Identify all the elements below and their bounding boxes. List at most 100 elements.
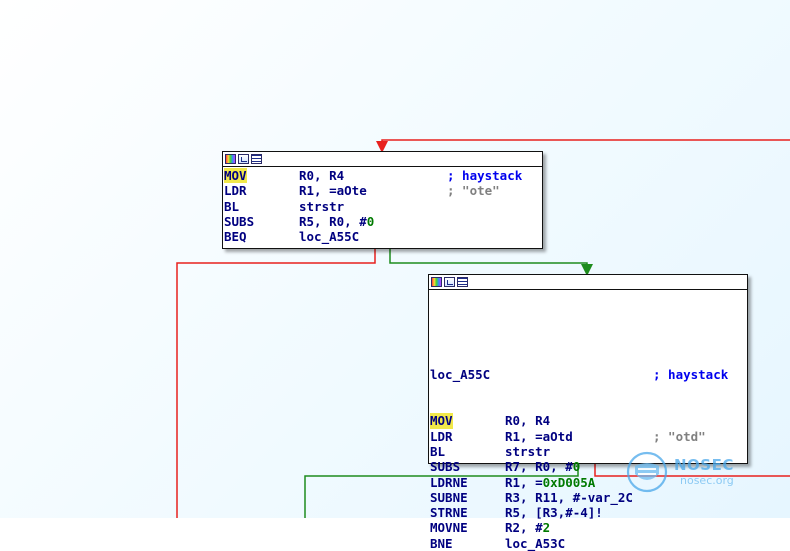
- instruction-mnemonic[interactable]: STRNE: [430, 505, 468, 521]
- edge-node1-false[interactable]: [176, 248, 376, 518]
- operand-column: R5, [R3,#-4]!: [505, 505, 653, 520]
- block-label[interactable]: loc_A55C: [430, 367, 491, 383]
- mnemonic-column: BNE: [430, 536, 505, 551]
- instruction-operands[interactable]: R5, [R3,#-4]!: [505, 505, 603, 521]
- instruction-line[interactable]: MOVNE R2, #2: [430, 520, 747, 535]
- basic-block-node-loc-a55c[interactable]: loc_A55C ; haystack MOV R0, R4 LDR R1, =aOt…: [428, 274, 748, 551]
- text-view-icon[interactable]: [457, 277, 468, 287]
- edge-node2-false[interactable]: [594, 463, 790, 477]
- node-header[interactable]: [429, 275, 747, 290]
- label-line[interactable]: loc_A55C ; haystack: [430, 367, 747, 382]
- instruction-line[interactable]: SUBNE R3, R11, #-var_2C: [430, 490, 747, 505]
- immediate-value[interactable]: 0: [366, 213, 375, 229]
- instruction-mnemonic[interactable]: LDR: [224, 183, 247, 199]
- mnemonic-column: LDRNE: [430, 475, 505, 490]
- instruction-mnemonic[interactable]: BEQ: [224, 229, 247, 245]
- edge-node1-true[interactable]: [389, 248, 593, 276]
- instruction-operands[interactable]: R0, R4: [505, 413, 551, 429]
- instruction-operands[interactable]: R7, R0, #: [505, 459, 573, 475]
- instruction-operands[interactable]: R1, =: [505, 474, 543, 490]
- instruction-line[interactable]: BNE loc_A53C: [430, 536, 747, 551]
- operand-column: R1, =aOte: [299, 183, 447, 198]
- watermark: NOSEC nosec.org: [626, 450, 746, 494]
- watermark-domain: nosec.org: [680, 474, 734, 487]
- mnemonic-column: SUBNE: [430, 490, 505, 505]
- blank-line: [430, 322, 747, 337]
- operand-column: R1, =aOtd: [505, 429, 653, 444]
- instruction-mnemonic[interactable]: BNE: [430, 535, 453, 551]
- mnemonic-column: BL: [430, 444, 505, 459]
- mnemonic-column: SUBS: [430, 459, 505, 474]
- instruction-mnemonic[interactable]: BL: [430, 443, 446, 459]
- instruction-operands[interactable]: R1, =aOtd: [505, 428, 573, 444]
- edge-node2-true[interactable]: [304, 463, 579, 518]
- edge-incoming-node1[interactable]: [376, 139, 790, 153]
- operand-column: strstr: [505, 444, 653, 459]
- instruction-line[interactable]: LDRNE R1, =0xD005A: [430, 475, 747, 490]
- instruction-mnemonic[interactable]: BL: [224, 198, 240, 214]
- instruction-comment: ; haystack: [447, 168, 523, 183]
- text-view-icon[interactable]: [251, 154, 262, 164]
- immediate-value[interactable]: 0xD005A: [542, 474, 596, 490]
- operand-column: loc_A55C: [299, 229, 447, 244]
- instruction-operands[interactable]: strstr: [505, 443, 551, 459]
- instruction-line[interactable]: LDR R1, =aOte ; "ote": [224, 183, 542, 198]
- instruction-mnemonic[interactable]: MOV: [224, 168, 247, 184]
- mnemonic-column: MOV: [430, 413, 505, 429]
- graph-view-icon[interactable]: [444, 277, 455, 287]
- mnemonic-column: BEQ: [224, 229, 299, 244]
- label-comment: ; haystack: [653, 367, 729, 383]
- instruction-line[interactable]: STRNE R5, [R3,#-4]!: [430, 505, 747, 520]
- immediate-value[interactable]: 0: [572, 459, 581, 475]
- instruction-mnemonic[interactable]: LDRNE: [430, 474, 468, 490]
- color-palette-icon[interactable]: [225, 154, 236, 164]
- instruction-mnemonic[interactable]: SUBS: [430, 459, 461, 475]
- instruction-mnemonic[interactable]: MOV: [430, 413, 453, 429]
- instruction-line[interactable]: LDR R1, =aOtd ; "otd": [430, 429, 747, 444]
- mnemonic-column: LDR: [430, 429, 505, 444]
- control-flow-edges: [176, 139, 790, 518]
- operand-column: R7, R0, #0: [505, 459, 653, 474]
- operand-column: R0, R4: [505, 413, 653, 428]
- instruction-line[interactable]: BL strstr: [430, 444, 747, 459]
- operand-column: loc_A53C: [505, 536, 653, 551]
- instruction-operands[interactable]: loc_A55C: [299, 229, 360, 245]
- operand-column: strstr: [299, 199, 447, 214]
- instruction-operands[interactable]: R1, =aOte: [299, 183, 367, 199]
- operand-column: R2, #2: [505, 520, 653, 535]
- instruction-operands[interactable]: R0, R4: [299, 168, 345, 183]
- color-palette-icon[interactable]: [431, 277, 442, 287]
- string-comment: ; "otd": [653, 428, 706, 444]
- instruction-line[interactable]: SUBS R5, R0, #0: [224, 214, 542, 229]
- immediate-value[interactable]: 2: [542, 520, 551, 536]
- watermark-brand: NOSEC: [674, 456, 734, 474]
- instruction-line[interactable]: MOV R0, R4 ; haystack: [224, 168, 542, 184]
- instruction-operands[interactable]: R5, R0, #: [299, 213, 367, 229]
- instruction-mnemonic[interactable]: SUBNE: [430, 489, 468, 505]
- instruction-line[interactable]: SUBS R7, R0, #0: [430, 459, 747, 474]
- instruction-operands[interactable]: R2, #: [505, 520, 543, 536]
- instruction-line[interactable]: BEQ loc_A55C: [224, 229, 542, 244]
- instruction-operands[interactable]: R3, R11, #-var_2C: [505, 489, 633, 505]
- nosec-logo-icon: [626, 451, 668, 493]
- instruction-operands[interactable]: loc_A53C: [505, 535, 566, 551]
- mnemonic-column: LDR: [224, 183, 299, 198]
- instruction-mnemonic[interactable]: SUBS: [224, 213, 255, 229]
- operand-column: R5, R0, #0: [299, 214, 447, 229]
- instruction-mnemonic[interactable]: LDR: [430, 428, 453, 444]
- graph-view-icon[interactable]: [238, 154, 249, 164]
- instruction-line[interactable]: MOV R0, R4: [430, 413, 747, 429]
- node-disassembly: loc_A55C ; haystack MOV R0, R4 LDR R1, =aOt…: [429, 290, 747, 551]
- node-header[interactable]: [223, 152, 542, 167]
- instruction-operands[interactable]: strstr: [299, 198, 345, 214]
- operand-column: R3, R11, #-var_2C: [505, 490, 653, 505]
- instruction-mnemonic[interactable]: MOVNE: [430, 520, 468, 536]
- mnemonic-column: MOVNE: [430, 520, 505, 535]
- string-comment: ; "ote": [447, 183, 500, 199]
- instruction-line[interactable]: BL strstr: [224, 199, 542, 214]
- mnemonic-column: SUBS: [224, 214, 299, 229]
- mnemonic-column: BL: [224, 199, 299, 214]
